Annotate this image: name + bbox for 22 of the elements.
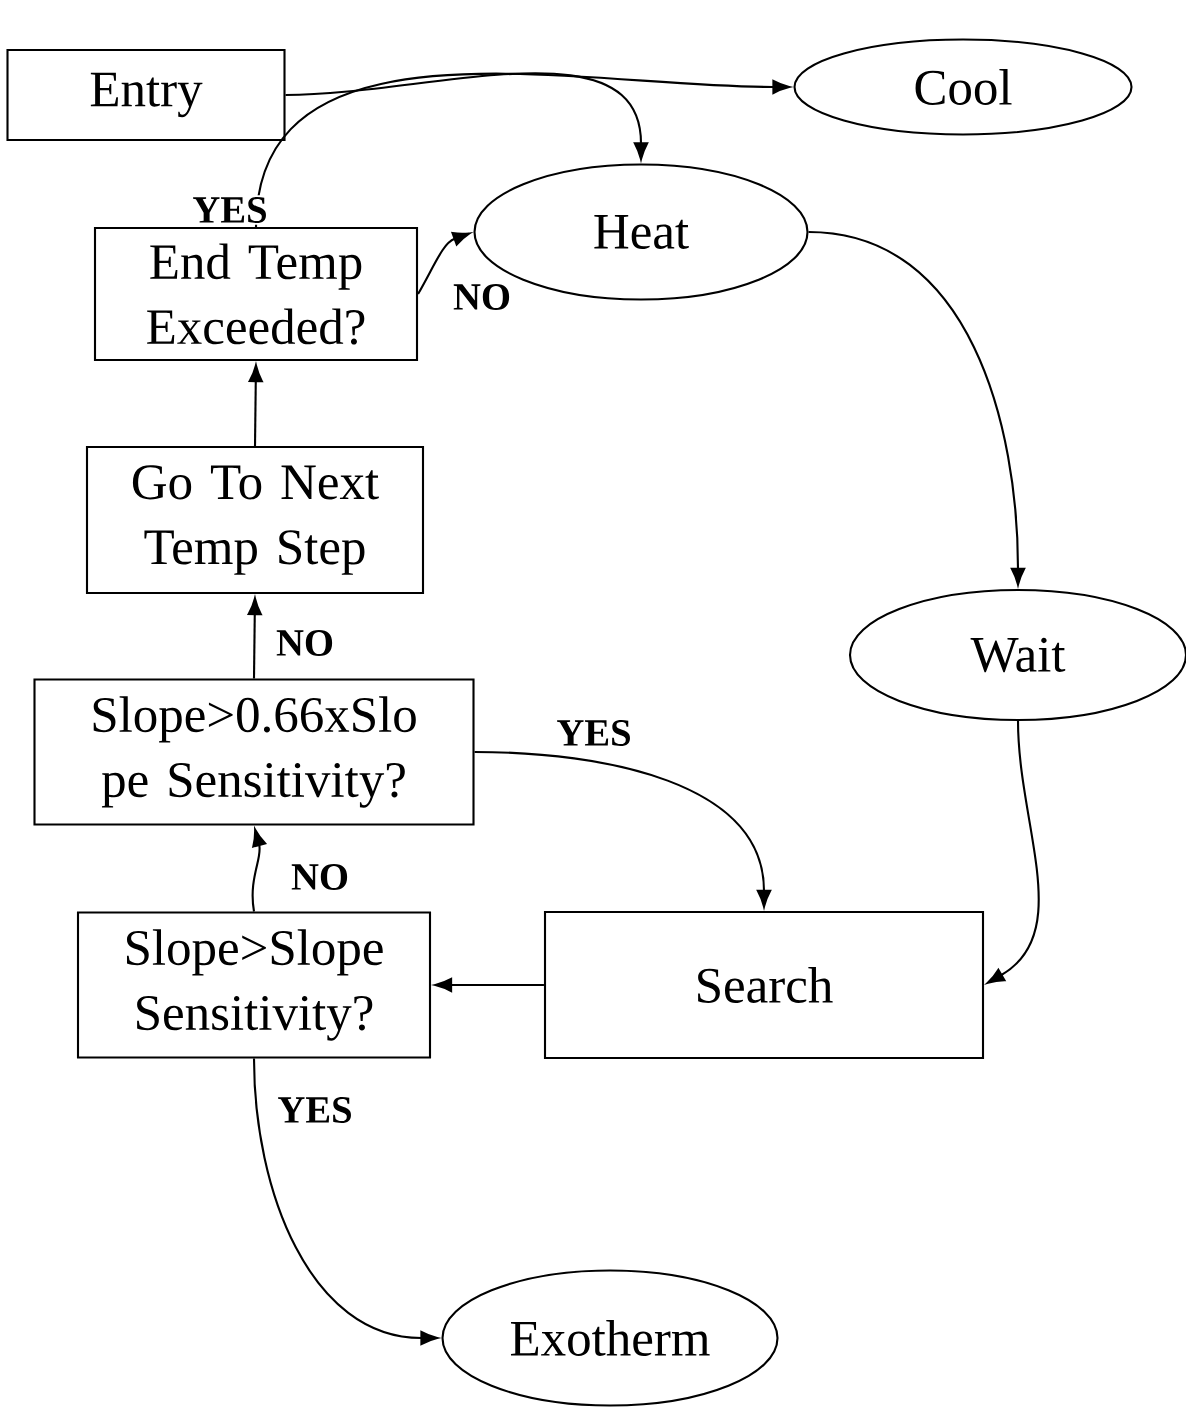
arrow: [986, 721, 1040, 984]
arrow: [252, 1058, 439, 1346]
arrow: [808, 230, 1026, 586]
process-box: End Temp Exceeded?: [93, 226, 419, 362]
process-box: Slope>0.66xSlo pe Sensitivity?: [33, 678, 475, 826]
process-box: Slope>Slope Sensitivity?: [76, 911, 432, 1059]
arrow: [248, 364, 263, 446]
arrow: [474, 750, 772, 908]
arrow: [254, 72, 791, 228]
edge-label: YES: [554, 718, 634, 748]
arrow: [285, 72, 649, 161]
arrow: [247, 597, 262, 679]
process-box: Go To Next Temp Step: [85, 445, 425, 595]
process-box: Search: [543, 910, 985, 1060]
arrow: [434, 977, 544, 993]
edge-label: NO: [289, 862, 351, 892]
edge-label: YES: [190, 195, 270, 225]
edge-label: YES: [275, 1095, 355, 1125]
arrow: [251, 828, 267, 912]
process-box: Entry: [6, 48, 286, 142]
edge-label: NO: [274, 628, 336, 658]
arrow: [417, 232, 471, 295]
